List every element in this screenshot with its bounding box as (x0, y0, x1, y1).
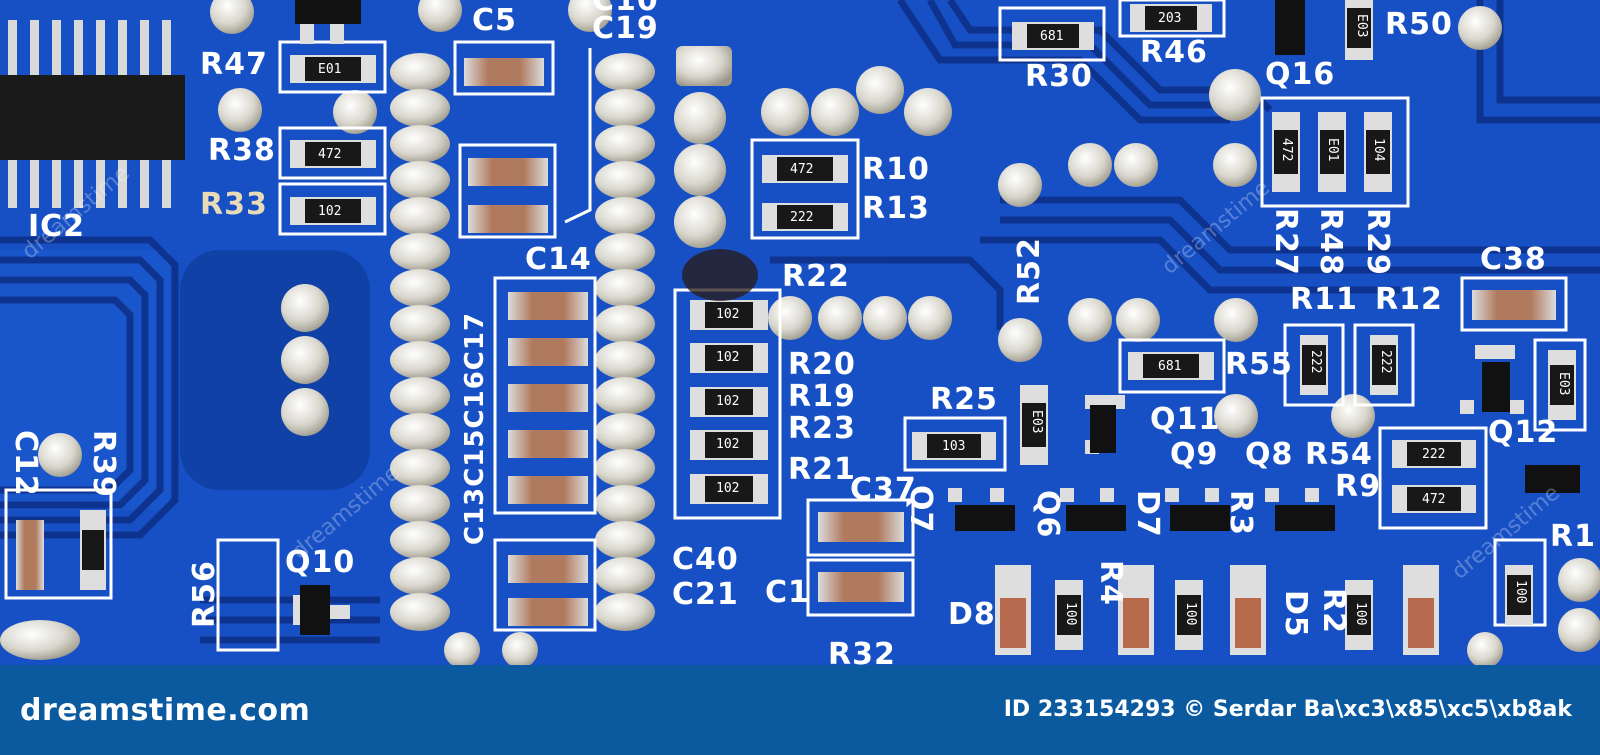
label-r38: R38 (208, 133, 276, 168)
label-r27: R27 (1268, 208, 1303, 276)
code-681-r30: 681 (1040, 29, 1064, 44)
label-r46: R46 (1140, 35, 1208, 70)
label-d7: D7 (1130, 490, 1165, 538)
code-100-r3: 100 (1183, 602, 1198, 626)
code-102-r23: 102 (716, 437, 740, 452)
code-472-r27: 472 (1279, 138, 1294, 162)
label-c12: C12 (8, 430, 43, 497)
code-102-r33: 102 (318, 204, 342, 219)
label-q9: Q9 (1170, 437, 1219, 472)
pin-header-left (390, 53, 450, 631)
code-222-r13: 222 (790, 210, 814, 225)
code-222-r54: 222 (1422, 447, 1446, 462)
code-472-r9: 472 (1422, 492, 1446, 507)
label-r3: R3 (1223, 490, 1258, 536)
code-e03-right: E03 (1556, 372, 1571, 396)
burn-mark (682, 249, 758, 301)
label-r56: R56 (187, 560, 222, 628)
smd-capacitors (16, 58, 1556, 626)
label-c19: C19 (592, 11, 659, 46)
square-pad (676, 46, 732, 86)
code-103-r25: 103 (942, 439, 966, 454)
code-102-r21: 102 (716, 481, 740, 496)
code-104-r29: 104 (1371, 138, 1386, 162)
code-100-r1: 100 (1513, 580, 1528, 604)
label-c21: C21 (672, 577, 739, 612)
label-r25: R25 (930, 382, 998, 417)
label-ic2: IC2 (28, 209, 86, 244)
label-c10: C10 (592, 0, 659, 18)
label-r1: R1 (1550, 519, 1596, 554)
footer-bar: dreamstime.com ID 233154293 © Serdar Ba\… (0, 665, 1600, 755)
diodes (995, 565, 1439, 655)
transistors (293, 0, 1580, 635)
label-c5: C5 (472, 3, 517, 38)
label-r12: R12 (1375, 282, 1443, 317)
image-credit: ID 233154293 © Serdar Ba\xc3\x85\xc5\xb8… (1003, 697, 1572, 722)
label-r20: R20 (788, 347, 856, 382)
code-203-r46: 203 (1158, 11, 1182, 26)
label-r11: R11 (1290, 282, 1358, 317)
label-r47: R47 (200, 47, 268, 82)
code-102-r19: 102 (716, 394, 740, 409)
code-e01-r47: E01 (318, 62, 342, 77)
label-r21: R21 (788, 452, 856, 487)
label-r55: R55 (1225, 347, 1293, 382)
label-r22: R22 (782, 259, 850, 294)
label-d5: D5 (1278, 590, 1313, 638)
label-r29: R29 (1360, 208, 1395, 276)
label-c38: C38 (1480, 242, 1547, 277)
pcb-photo: IC2 R47 R38 R33 C5 C10 C19 C14 C13C15C16… (0, 0, 1600, 665)
code-102-r22: 102 (716, 307, 740, 322)
label-r39: R39 (86, 430, 121, 498)
label-q7: Q7 (903, 485, 938, 534)
label-r33: R33 (200, 187, 268, 222)
label-c13-c17: C13C15C16C17 (460, 311, 490, 545)
label-r52: R52 (1012, 237, 1047, 305)
label-c40: C40 (672, 542, 739, 577)
label-r23: R23 (788, 411, 856, 446)
label-r2: R2 (1316, 588, 1351, 634)
code-e01-r48: E01 (1325, 138, 1340, 162)
code-e03-top: E03 (1354, 14, 1369, 38)
label-r50: R50 (1385, 7, 1453, 42)
pin-header-right (595, 53, 655, 631)
label-c37: C37 (850, 472, 917, 507)
label-q8: Q8 (1245, 437, 1294, 472)
code-681-r55: 681 (1158, 359, 1182, 374)
smd-resistors (80, 0, 1576, 650)
label-r10: R10 (862, 152, 930, 187)
brand-logo[interactable]: dreamstime.com (20, 693, 311, 728)
pcb-artwork (0, 0, 1600, 665)
code-472-r38: 472 (318, 147, 342, 162)
solder-pads (0, 0, 1600, 665)
label-r13: R13 (862, 191, 930, 226)
code-222-r12: 222 (1378, 350, 1393, 374)
code-100-r2: 100 (1353, 602, 1368, 626)
label-q10: Q10 (285, 545, 356, 580)
label-d8: D8 (948, 597, 996, 632)
label-c14: C14 (525, 242, 592, 277)
ic2-chip (0, 20, 185, 208)
label-r4: R4 (1093, 560, 1128, 606)
label-r9: R9 (1335, 469, 1381, 504)
code-472-r10: 472 (790, 162, 814, 177)
label-r19: R19 (788, 379, 856, 414)
label-r32: R32 (828, 637, 896, 666)
label-r48: R48 (1313, 208, 1348, 276)
code-102-r20: 102 (716, 350, 740, 365)
code-100-r4: 100 (1063, 602, 1078, 626)
label-r30: R30 (1025, 59, 1093, 94)
label-q12: Q12 (1488, 415, 1559, 450)
label-q16: Q16 (1265, 57, 1336, 92)
code-222-r11: 222 (1308, 350, 1323, 374)
code-e03-r52: E03 (1029, 410, 1044, 434)
label-q11: Q11 (1150, 402, 1221, 437)
label-r54: R54 (1305, 437, 1373, 472)
label-q6: Q6 (1030, 490, 1065, 539)
label-c1: C1 (765, 575, 810, 610)
